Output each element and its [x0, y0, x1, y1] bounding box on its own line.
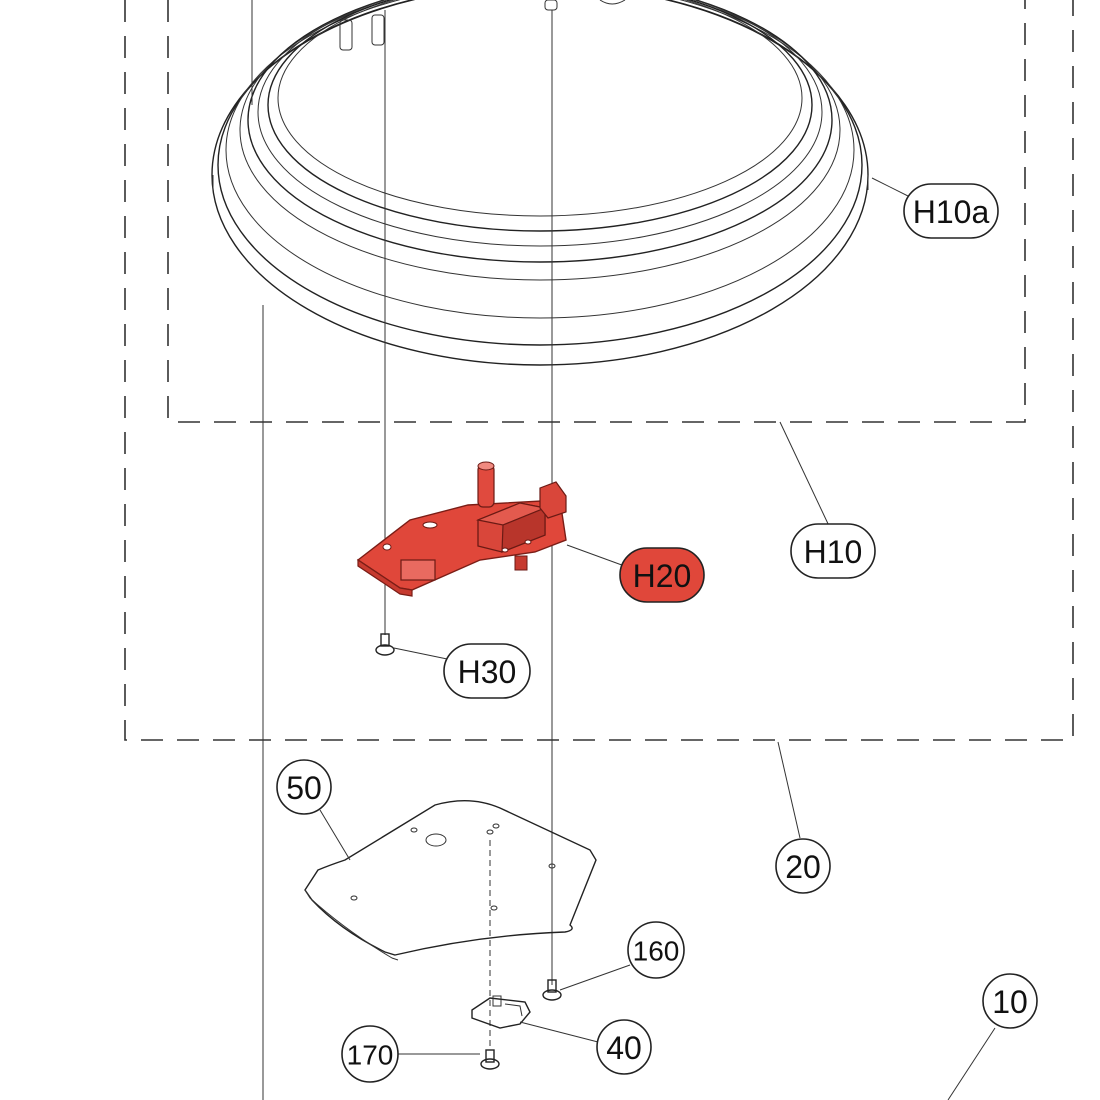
assembly-h10-boundary: [167, 0, 1026, 423]
bracket-40: [471, 995, 531, 1029]
callout-40-label: 40: [606, 1030, 642, 1066]
leader-40: [519, 1021, 599, 1043]
callout-50: 50: [276, 759, 332, 815]
assembly-20-boundary: [124, 0, 1074, 741]
callout-20-label: 20: [785, 849, 821, 885]
callout-h20-label: H20: [633, 558, 692, 594]
leader-h30: [393, 647, 453, 661]
leader-10: [947, 1027, 996, 1100]
callout-170-label: 170: [347, 1040, 394, 1071]
callout-h10a-label: H10a: [913, 194, 990, 230]
leader-h20: [566, 544, 631, 569]
callout-160-label: 160: [633, 936, 680, 967]
callout-h20: H20: [619, 547, 705, 603]
callout-160: 160: [627, 921, 685, 979]
callout-40: 40: [596, 1019, 652, 1075]
ring-part-h10a: [211, 0, 869, 366]
screw-h30: [375, 633, 395, 656]
callout-10-label: 10: [992, 984, 1028, 1020]
callout-h10: H10: [790, 523, 876, 579]
callout-170: 170: [341, 1025, 399, 1083]
callout-50-label: 50: [286, 770, 322, 806]
screw-170: [480, 1049, 500, 1070]
callout-h10a: H10a: [903, 183, 999, 239]
callout-20: 20: [775, 838, 831, 894]
callout-10: 10: [982, 973, 1038, 1029]
leader-h10: [779, 421, 831, 529]
leader-50: [319, 809, 351, 861]
callout-h10-label: H10: [804, 534, 863, 570]
pcb-switch-h20: [356, 461, 567, 597]
leader-160: [559, 964, 631, 991]
screw-160: [542, 979, 562, 1001]
callout-h30-label: H30: [458, 654, 517, 690]
callout-h30: H30: [443, 643, 531, 699]
leader-20: [777, 741, 801, 839]
leader-h10a: [871, 177, 913, 199]
plate-50: [304, 799, 597, 961]
